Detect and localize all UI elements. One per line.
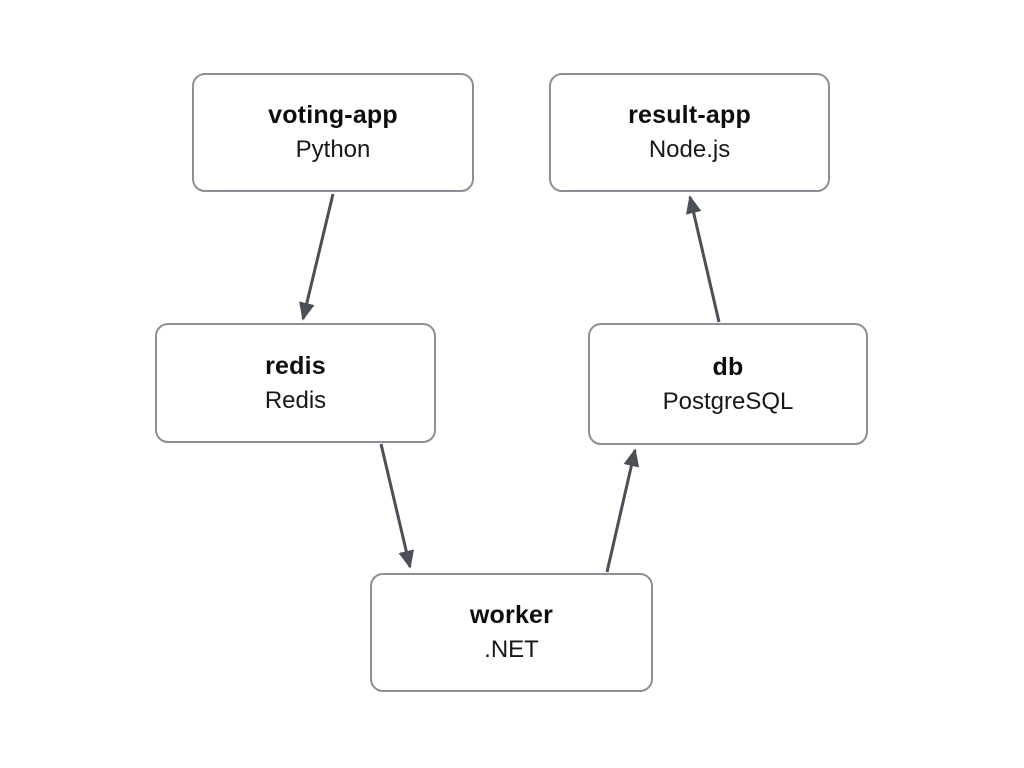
- edge-voting-app-to-redis: [299, 193, 335, 321]
- node-subtitle: .NET: [484, 636, 539, 663]
- node-result-app: result-app Node.js: [549, 73, 830, 192]
- edge-redis-to-worker: [379, 443, 414, 569]
- node-redis: redis Redis: [155, 323, 436, 443]
- node-title: redis: [265, 351, 326, 380]
- node-subtitle: Redis: [264, 386, 327, 414]
- node-title: db: [712, 352, 744, 381]
- edge-worker-to-db: [605, 448, 640, 573]
- node-subtitle: Node.js: [648, 136, 731, 163]
- node-voting-app: voting-app Python: [192, 73, 474, 192]
- node-subtitle: Python: [295, 136, 371, 163]
- edge-db-to-result-app: [685, 195, 721, 323]
- node-subtitle: PostgreSQL: [662, 387, 794, 415]
- node-worker: worker .NET: [370, 573, 653, 692]
- node-title: worker: [469, 601, 554, 629]
- node-title: result-app: [628, 101, 751, 129]
- node-title: voting-app: [268, 101, 398, 129]
- node-db: db PostgreSQL: [588, 323, 868, 445]
